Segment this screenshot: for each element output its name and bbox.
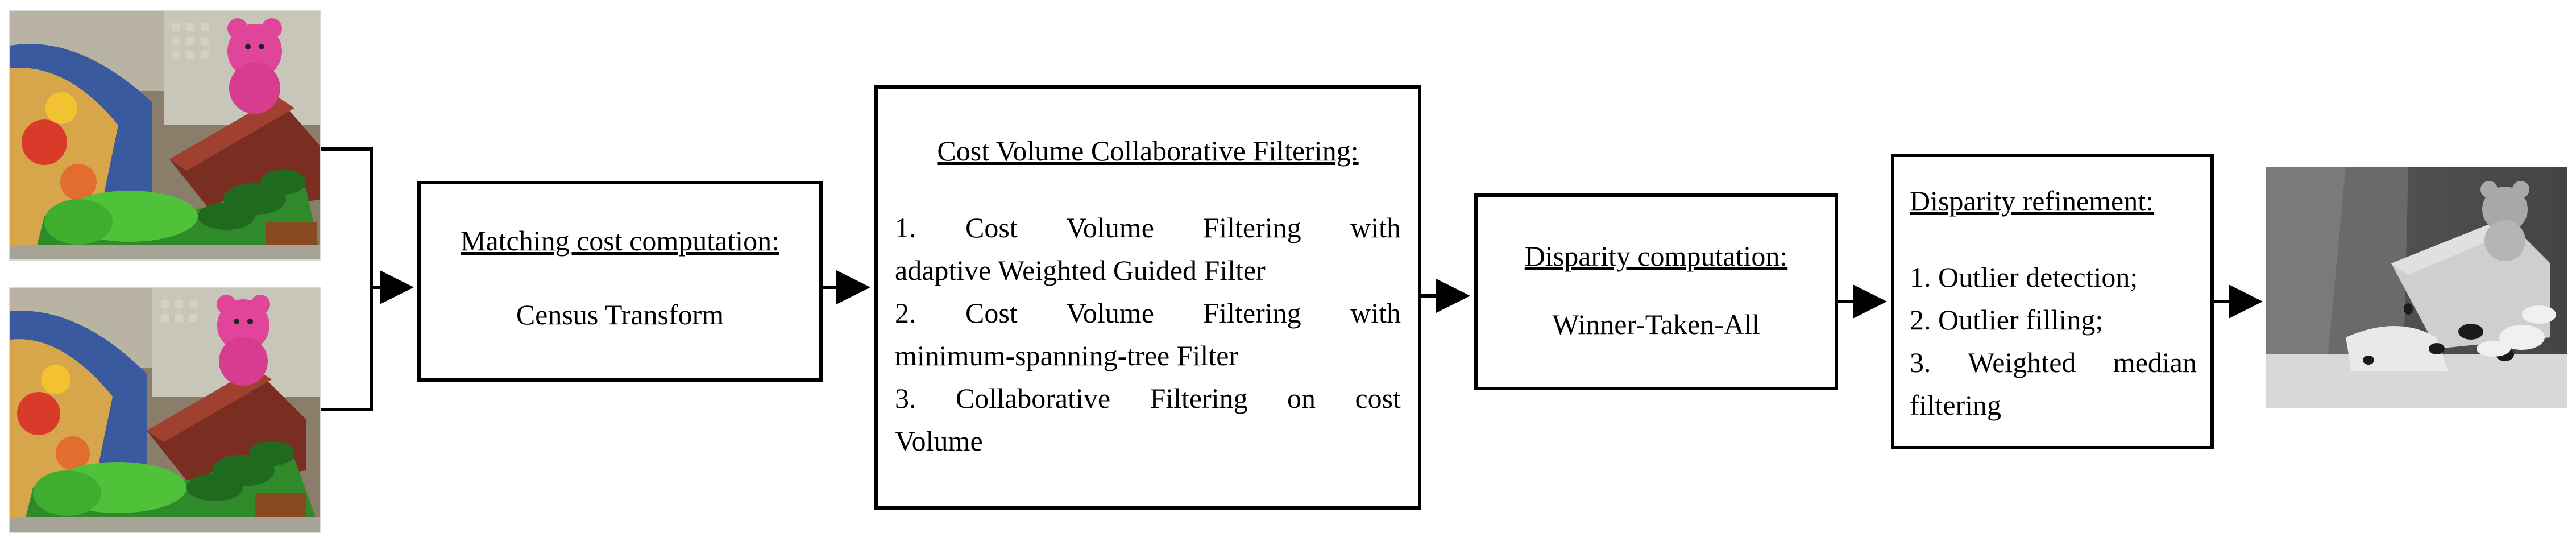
disparity-refinement-line-3: 3. Weighted median <box>1910 346 2197 378</box>
right-image-scene <box>10 288 320 532</box>
disparity-computation-method: Winner-Taken-All <box>1552 308 1760 340</box>
disparity-refinement-box: Disparity refinement: 1. Outlier detecti… <box>1891 154 2214 449</box>
disparity-map-scene <box>2266 167 2567 408</box>
disparity-refinement-line-4: filtering <box>1910 389 2002 421</box>
disparity-map-output <box>2266 167 2567 408</box>
left-image-scene <box>10 11 320 259</box>
cost-volume-line-2: adaptive Weighted Guided Filter <box>895 254 1266 286</box>
cost-volume-line-4: minimum-spanning-tree Filter <box>895 340 1239 371</box>
left-input-image <box>9 10 321 261</box>
matching-cost-box: Matching cost computation: Census Transf… <box>417 181 823 382</box>
input-bracket <box>321 147 373 411</box>
cost-volume-line-1: 1. Cost Volume Filtering with <box>895 212 1401 243</box>
disparity-refinement-line-1: 1. Outlier detection; <box>1910 261 2138 293</box>
cost-volume-line-6: Volume <box>895 425 983 457</box>
disparity-computation-heading: Disparity computation: <box>1524 240 1788 272</box>
matching-cost-heading: Matching cost computation: <box>460 225 779 257</box>
disparity-refinement-heading: Disparity refinement: <box>1910 185 2154 217</box>
cost-volume-heading: Cost Volume Collaborative Filtering: <box>937 135 1359 167</box>
matching-cost-method: Census Transform <box>516 299 724 331</box>
cost-volume-line-5: 3. Collaborative Filtering on cost <box>895 382 1401 414</box>
disparity-refinement-line-2: 2. Outlier filling; <box>1910 304 2104 336</box>
cost-volume-box: Cost Volume Collaborative Filtering: 1. … <box>874 85 1421 510</box>
disparity-computation-box: Disparity computation: Winner-Taken-All <box>1474 193 1838 390</box>
cost-volume-line-3: 2. Cost Volume Filtering with <box>895 297 1401 329</box>
right-input-image <box>9 287 321 533</box>
